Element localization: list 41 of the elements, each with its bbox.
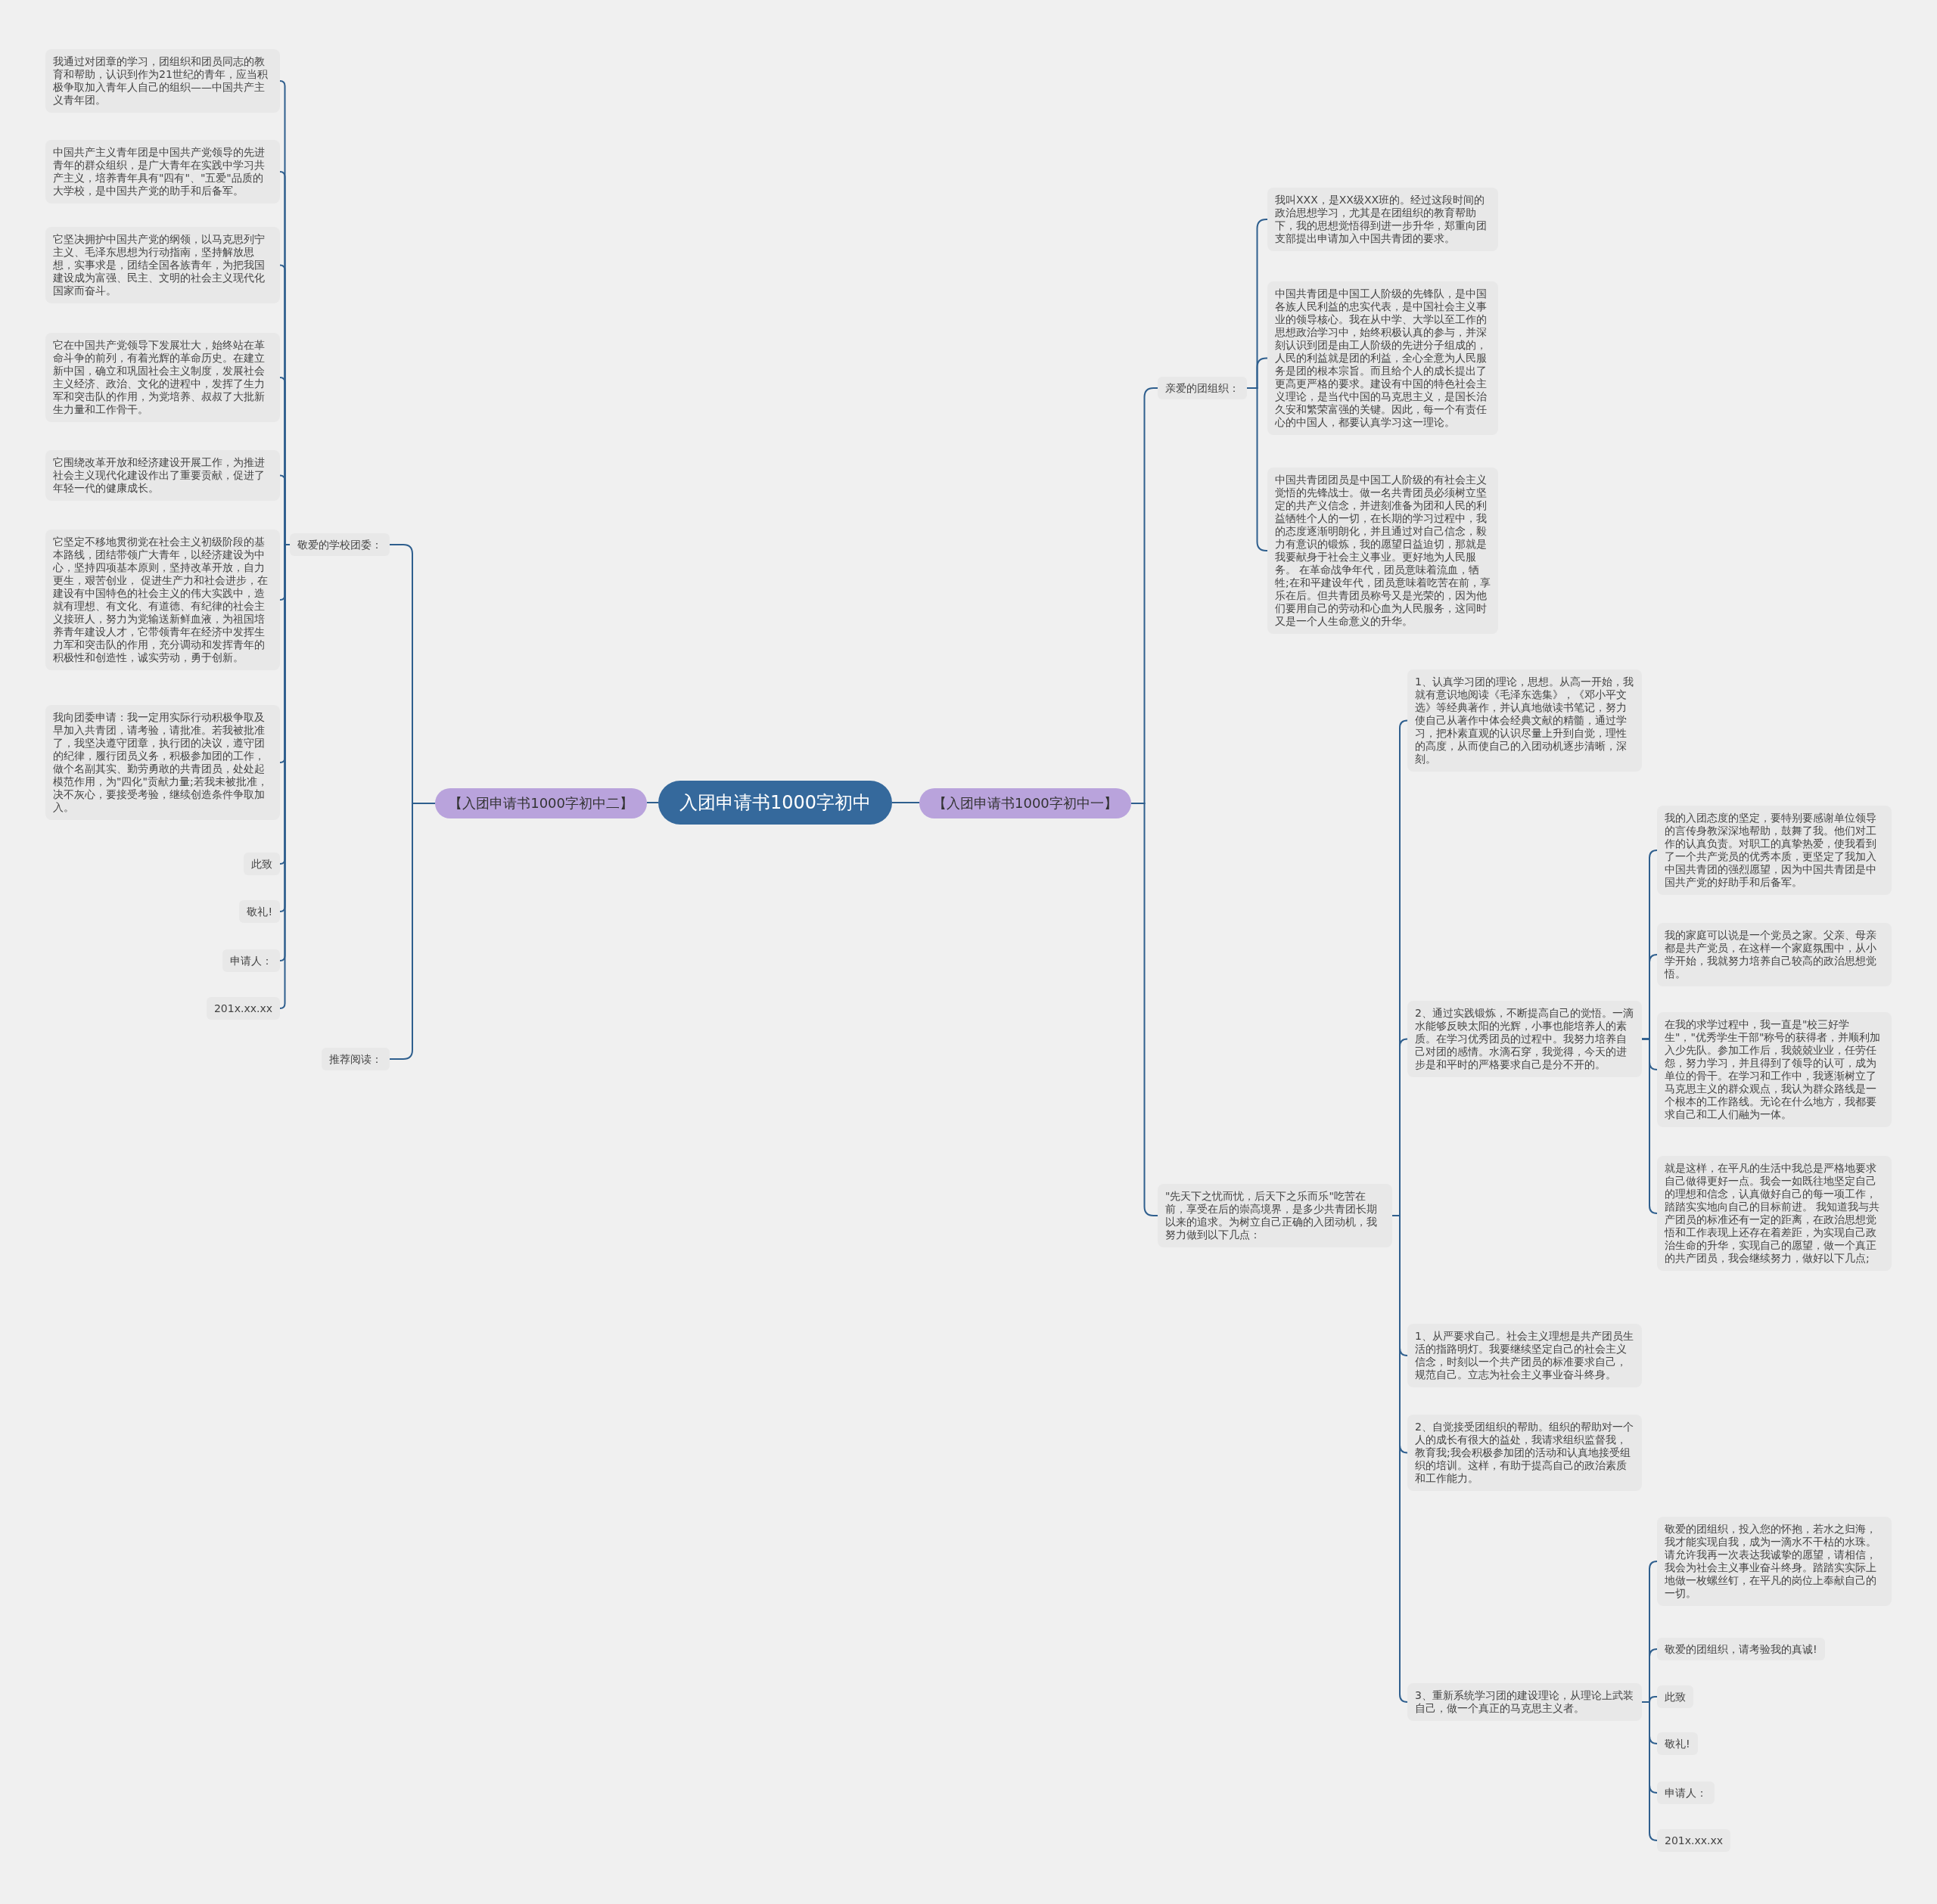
topic-label: 201x.xx.xx: [1657, 1829, 1731, 1852]
connector-line: [891, 802, 920, 803]
text-card: 1、从严要求自己。社会主义理想是共产团员生活的指路明灯。我要继续坚定自己的社会主义信念，时刻以一个共产团员的标准要求自己，规范自己。立志为社会主义事业奋斗终身。: [1407, 1324, 1642, 1387]
topic-label: 201x.xx.xx: [206, 997, 280, 1020]
topic-label: 敬礼!: [239, 900, 280, 923]
text-card: 我叫XXX，是XX级XX班的。经过这段时间的政治思想学习，尤其是在团组织的教育帮助下，我的思想觉悟得到进一步升华，郑重向团支部提出申请加入中国共青团的要求。: [1267, 188, 1498, 251]
topic-label: 敬爱的学校团委：: [290, 533, 390, 556]
text-card: 我向团委申请：我一定用实际行动积极争取及早加入共青团，请考验，请批准。若我被批准了，我坚决遵守团章，执行团的决议，遵守团的纪律，履行团员义务，积极参加团的工作，做个名副其实、勤劳勇敢的共青团员，处处起模范作用，为"四化"贡献力量;若我未被批准，决不灰心，要接受考验，继续创造条件争取加入。: [45, 705, 280, 820]
connector-line: [646, 802, 659, 803]
branch-topic: 【入团申请书1000字初中二】: [435, 788, 647, 818]
text-card: "先天下之忧而忧，后天下之乐而乐"吃苦在前，享受在后的崇高境界，是多少共青团长期以来的追求。为树立自己正确的入团动机，我努力做到以下几点：: [1158, 1184, 1392, 1247]
topic-label: 此致: [244, 853, 280, 875]
text-card: 2、自觉接受团组织的帮助。组织的帮助对一个人的成长有很大的益处，我请求组织监督我，教育我;我会积极参加团的活动和认真地接受组织的培训。这样，有助于提高自己的政治素质和工作能力。: [1407, 1415, 1642, 1491]
topic-label: 此致: [1657, 1685, 1693, 1708]
topic-label: 推荐阅读：: [322, 1048, 390, 1070]
text-card: 2、通过实践锻炼，不断提高自己的觉悟。一滴水能够反映太阳的光辉，小事也能培养人的素质。在学习优秀团员的过程中。我努力培养自己对团的感情。水滴石穿，我觉得，今天的进步是和平时的严格要求自己是分不开的。: [1407, 1001, 1642, 1077]
text-card: 它围绕改革开放和经济建设开展工作，为推进社会主义现代化建设作出了重要贡献，促进了年轻一代的健康成长。: [45, 450, 280, 501]
topic-label: 敬礼!: [1657, 1732, 1698, 1755]
text-card: 中国共产主义青年团是中国共产党领导的先进青年的群众组织，是广大青年在实践中学习共产主义，培养青年具有"四有"、"五爱"品质的大学校，是中国共产党的助手和后备军。: [45, 140, 280, 203]
connector-line: [1641, 1701, 1658, 1841]
topic-label: 申请人：: [222, 949, 280, 972]
text-card: 它坚定不移地贯彻党在社会主义初级阶段的基本路线，团结带领广大青年，以经济建设为中心，坚持四项基本原则，坚持改革开放，自力更生，艰苦创业， 促进生产力和社会进步，在建设有中国特色的社会主义的伟大实践中，造就有理想、有文化、有道德、有纪律的社会主义接班人，努力为党输送新鲜血液，为祖国培养青年建设人才，它带领青年在经济中发挥生力军和突击队的作用，充分调动和发挥青年的积极性和创造性，诚实劳动，勇于创新。: [45, 530, 280, 670]
text-card: 1、认真学习团的理论，思想。从高一开始，我就有意识地阅读《毛泽东选集》，《邓小平文选》等经典著作，并认真地做读书笔记，努力使自己从著作中体会经典文献的精髓，通过学习，把朴素直观的认识尽量上升到自觉，理性的高度，从而使自己的入团动机逐步清晰，深刻。: [1407, 669, 1642, 772]
text-card: 就是这样，在平凡的生活中我总是严格地要求自己做得更好一点。我会一如既往地坚定自己的理想和信念，认真做好自己的每一项工作，踏踏实实地向自己的目标前进。 我知道我与共产团员的标准还有一定的距离，在政治思想觉悟和工作表现上还存在着差距，为实现自己政治生命的升华，实现自己的愿望，做一个真正的共产团员，我会继续努力，做好以下几点;: [1657, 1156, 1892, 1271]
topic-label: 敬爱的团组织，请考验我的真诚!: [1657, 1638, 1825, 1660]
central-topic: 入团申请书1000字初中: [658, 781, 893, 825]
text-card: 它在中国共产党领导下发展壮大，始终站在革命斗争的前列，有着光辉的革命历史。在建立新中国，确立和巩固社会主义制度，发展社会主义经济、政治、文化的进程中，发挥了生力军和突击队的作用，为党培养、叔叔了大批新生力量和工作骨干。: [45, 333, 280, 422]
text-card: 我的家庭可以说是一个党员之家。父亲、母亲都是共产党员，在这样一个家庭氛围中，从小学开始，我就努力培养自己较高的政治思想觉悟。: [1657, 923, 1892, 986]
text-card: 我的入团态度的坚定，要特别要感谢单位领导的言传身教深深地帮助，鼓舞了我。他们对工作的认真负责。对职工的真挚热爱，使我看到了一个共产党员的优秀本质，更坚定了我加入中国共青团的强烈愿望，因为中国共青团是中国共产党的好助手和后备军。: [1657, 806, 1892, 895]
topic-label: 申请人：: [1657, 1781, 1715, 1804]
text-card: 敬爱的团组织，投入您的怀抱，若水之归海，我才能实现自我，成为一滴水不干枯的水珠。请允许我再一次表达我诚挚的愿望，请相信，我会为社会主义事业奋斗终身。踏踏实实际上地做一枚螺丝钉，在平凡的岗位上奉献自己的一切。: [1657, 1517, 1892, 1606]
text-card: 我通过对团章的学习，团组织和团员同志的教育和帮助，认识到作为21世纪的青年，应当积极争取加入青年人自己的组织——中国共产主义青年团。: [45, 49, 280, 113]
text-card: 它坚决拥护中国共产党的纲领，以马克思列宁主义、毛泽东思想为行动指南，坚持解放思想，实事求是，团结全国各族青年，为把我国建设成为富强、民主、文明的社会主义现代化国家而奋斗。: [45, 227, 280, 303]
connector-line: [1246, 387, 1268, 551]
text-card: 中国共青团团员是中国工人阶级的有社会主义觉悟的先锋战士。做一名共青团员必须树立坚定的共产义信念，并进刻准备为团和人民的利益牺牲个人的一切，在长期的学习过程中，我的态度逐渐明朗化，并且通过对自己信念，毅力有意识的锻炼，我的愿望日益迫切，那就是我要献身于社会主义事业。更好地为人民服务。 在革命战争年代，团员意味着流血，牺牲;在和平建设年代，团员意味着吃苦在前，享乐在后。但共青团员称号又是光荣的，因为他们要用自己的劳动和心血为人民服务，这同时又是一个人生命意义的升华。: [1267, 467, 1498, 634]
text-card: 中国共青团是中国工人阶级的先锋队，是中国各族人民利益的忠实代表，是中国社会主义事业的领导核心。我在从中学、大学以至工作的思想政治学习中，始终积极认真的参与，并深刻认识到团是由工人阶级的先进分子组成的，人民的利益就是团的利益，全心全意为人民服务是团的根本宗旨。而且给个人的成长提出了更高更严格的要求。建设有中国的特色社会主义理论，是当代中国的马克思主义，是国长治久安和繁荣富强的关键。因此，每一个有责任心的中国人，都要认真学习这一理论。: [1267, 281, 1498, 435]
text-card: 在我的求学过程中，我一直是"校三好学生"，"优秀学生干部"称号的获得者，并顺利加入少先队。参加工作后，我兢兢业业，任劳任怨，努力学习，并且得到了领导的认可，成为单位的骨干。在学习和工作中，我逐渐树立了马克思主义的群众观点，我认为群众路线是一个根本的工作路线。无论在什么地方，我都要求自己和工人们融为一体。: [1657, 1012, 1892, 1127]
branch-topic: 【入团申请书1000字初中一】: [919, 788, 1131, 818]
text-card: 3、重新系统学习团的建设理论，从理论上武装自己，做一个真正的马克思主义者。: [1407, 1683, 1642, 1721]
connector-line: [1641, 1038, 1658, 1214]
topic-label: 亲爱的团组织：: [1158, 377, 1247, 399]
